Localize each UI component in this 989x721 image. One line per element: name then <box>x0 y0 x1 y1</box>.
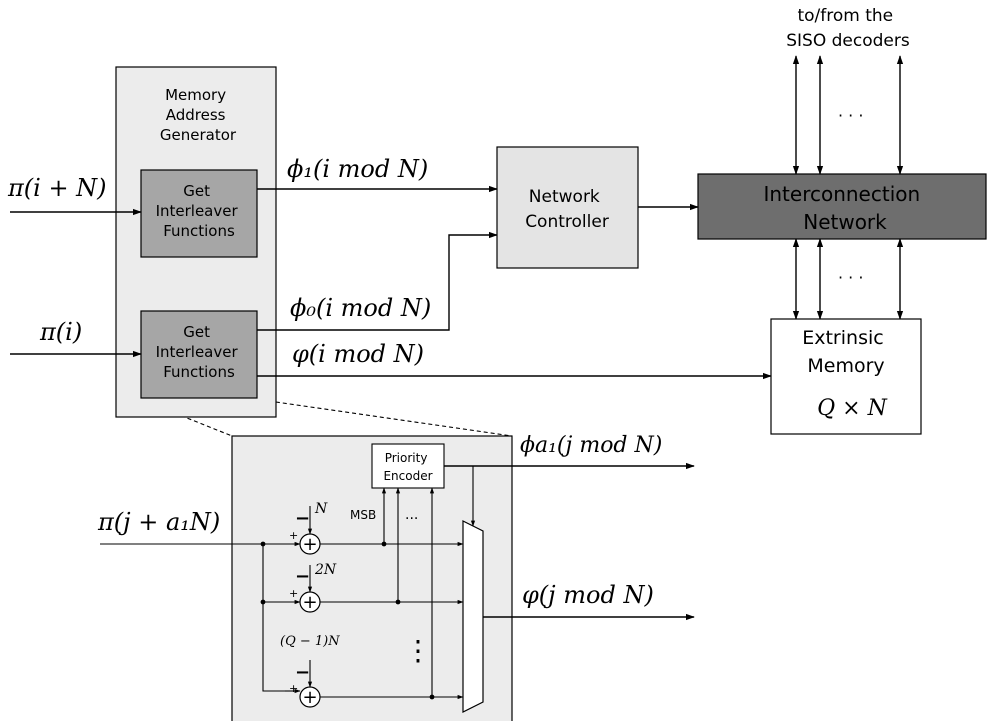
svg-text:Extrinsic Memory: Extrinsic Memory <box>802 327 890 377</box>
output-multiplexer <box>462 520 484 713</box>
adder-2: + <box>299 591 321 613</box>
mag-title-line3: Generator <box>160 126 237 144</box>
adder-3-symbol: + <box>302 687 317 708</box>
svg-text:Get Interleaver Functi: Get Interleaver Functions <box>156 182 243 240</box>
mag-title-line1: Memory <box>165 86 226 104</box>
svg-text:Interconnection Network: Interconnection Network <box>763 182 926 234</box>
network-controller-box <box>496 146 639 269</box>
msb-junction-1 <box>381 541 387 547</box>
adder-2-symbol: + <box>302 592 317 613</box>
adder-1-symbol: + <box>302 534 317 555</box>
sub-label-2: 2N <box>314 562 337 578</box>
adder-3: + <box>299 686 321 708</box>
sub-label-3: (Q − 1)N <box>280 634 340 649</box>
msb-ellipsis: ··· <box>405 511 418 527</box>
extrinsic-line1: Extrinsic <box>802 327 883 349</box>
gif-bottom-line2: Interleaver <box>156 343 239 361</box>
svg-text:Network Controller: Network Controller <box>525 187 609 232</box>
input-label-top: π(i + N) <box>7 174 107 202</box>
network-controller-line2: Controller <box>525 212 609 232</box>
zoom-phi-output-label: ϕa₁(j mod N) <box>520 433 662 458</box>
interconnection-line1: Interconnection <box>763 182 920 206</box>
siso-ellipsis: · · · <box>838 106 863 125</box>
zoom-varphi-output-label: φ(j mod N) <box>522 581 654 609</box>
extrinsic-memory-box <box>770 318 922 435</box>
msb-junction-3 <box>429 694 435 700</box>
plus-sign-2: + <box>289 587 298 600</box>
interconnection-line2: Network <box>803 210 887 234</box>
siso-label-line1: to/from the <box>797 6 893 26</box>
varphi-label: φ(i mod N) <box>292 340 424 368</box>
interconnection-network-box <box>697 173 987 240</box>
msb-label: MSB <box>350 508 376 522</box>
priority-encoder-box <box>371 443 445 489</box>
extrinsic-line2: Memory <box>807 355 884 377</box>
svg-text:Get Interleaver Functi: Get Interleaver Functions <box>156 323 243 381</box>
extrinsic-size: Q × N <box>817 396 887 421</box>
gif-bottom-line1: Get <box>183 323 210 341</box>
svg-text:Memory Address Generat: Memory Address Generator <box>160 86 237 144</box>
plus-sign-1: + <box>289 529 298 542</box>
sub-label-1: N <box>314 501 328 517</box>
priority-encoder-line1: Priority <box>385 451 428 465</box>
gif-top-line2: Interleaver <box>156 202 239 220</box>
gif-bottom-line3: Functions <box>163 363 235 381</box>
svg-text:Priority Encoder: Priority Encoder <box>383 451 432 483</box>
zoom-input-label: π(j + a₁N) <box>97 508 220 536</box>
zoom-input-junction-1 <box>260 541 266 547</box>
gif-top-line3: Functions <box>163 222 235 240</box>
phi0-label: ϕ₀(i mod N) <box>290 294 431 322</box>
minus-sign-3: − <box>295 662 310 683</box>
msb-junction-2 <box>395 599 401 605</box>
siso-label-line2: SISO decoders <box>786 31 910 51</box>
get-interleaver-functions-top <box>140 169 258 258</box>
network-controller-line1: Network <box>529 187 600 207</box>
priority-encoder-line2: Encoder <box>383 469 432 483</box>
adder-vertical-ellipsis: ⋮ <box>404 634 432 667</box>
gif-top-line1: Get <box>183 182 210 200</box>
phi0-arrow <box>257 231 498 331</box>
mag-title-line2: Address <box>166 106 226 124</box>
minus-sign-2: − <box>295 566 310 587</box>
phi1-label: ϕ₁(i mod N) <box>287 155 428 183</box>
svg-text:to/from the SISO decoders: to/from the SISO decoders <box>786 6 910 51</box>
minus-sign-1: − <box>295 508 310 529</box>
zoom-guide-right <box>261 399 513 437</box>
plus-sign-3: + <box>289 682 298 695</box>
memory-ellipsis: · · · <box>838 268 863 287</box>
zoom-input-junction-2 <box>260 599 266 605</box>
input-label-bottom: π(i) <box>39 318 82 346</box>
adder-1: + <box>299 533 321 555</box>
